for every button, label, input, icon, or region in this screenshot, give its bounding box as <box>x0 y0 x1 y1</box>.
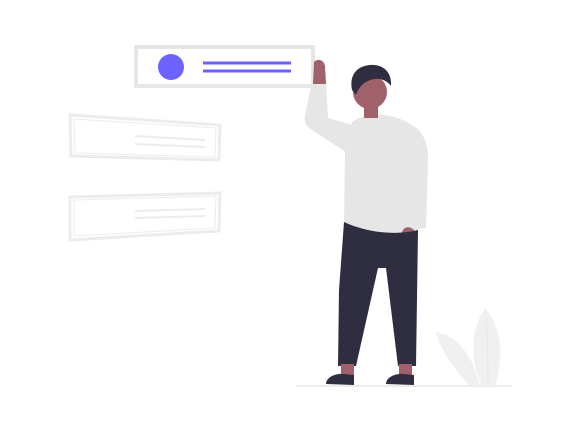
circle-avatar-icon <box>158 54 184 80</box>
faded-card-bottom-line-2 <box>134 215 206 219</box>
person-lowered-arm <box>408 124 428 230</box>
person-shoe-right <box>386 373 414 385</box>
person-shoe-left <box>326 373 354 385</box>
faded-card-top <box>68 113 222 162</box>
faded-card-top-frame-inner <box>73 118 217 158</box>
person-hair <box>351 64 392 95</box>
faded-card-bottom-line-1 <box>134 208 206 212</box>
faded-card-bottom-frame-inner <box>73 195 217 237</box>
person-ankle-right <box>399 364 412 376</box>
faded-card-top-frame <box>68 113 222 162</box>
person-ankle-left <box>341 364 354 376</box>
person-figure <box>304 59 428 385</box>
faded-card-top-line-1 <box>134 135 206 141</box>
faded-card-bottom-frame <box>68 191 222 242</box>
person-pants <box>338 222 418 366</box>
person-raised-hand <box>313 59 326 84</box>
faded-card-top-line-2 <box>134 143 206 148</box>
plant-leaf-large <box>473 308 501 386</box>
active-card[interactable] <box>134 45 315 88</box>
person-shirt <box>344 114 420 234</box>
plant-leaf-small <box>436 332 480 386</box>
faded-card-bottom <box>68 191 222 242</box>
person-raised-arm <box>304 82 356 156</box>
plant-stem <box>485 317 489 387</box>
leaf-plant-icon <box>436 308 501 387</box>
